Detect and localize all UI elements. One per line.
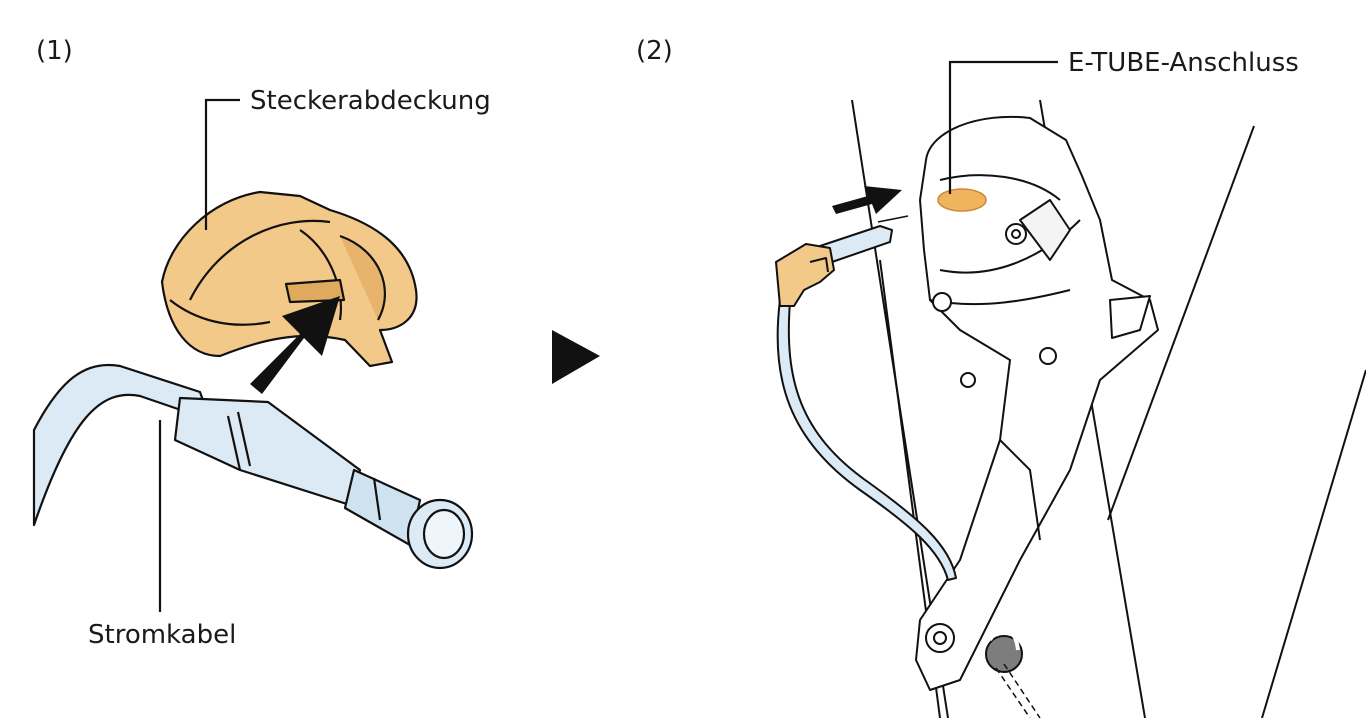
plug-cover-label: Steckerabdeckung bbox=[250, 86, 491, 116]
arrow-right-icon bbox=[832, 186, 902, 214]
etube-cable-wire bbox=[776, 299, 957, 581]
etube-port-leader bbox=[948, 60, 1058, 194]
etube-port-highlight bbox=[937, 188, 987, 212]
plug-cover-leader bbox=[204, 98, 240, 230]
triangle-right-icon bbox=[552, 330, 600, 384]
step-1-label: (1) bbox=[36, 36, 73, 66]
panel-1 bbox=[32, 98, 474, 612]
panel-2 bbox=[775, 60, 1366, 718]
etube-cable bbox=[775, 225, 957, 581]
plug-cover bbox=[160, 190, 418, 368]
power-cable bbox=[32, 363, 474, 570]
grommet bbox=[985, 635, 1023, 673]
step-2-label: (2) bbox=[636, 36, 673, 66]
front-derailleur bbox=[915, 115, 1159, 691]
power-cable-label: Stromkabel bbox=[88, 620, 237, 650]
etube-port-label: E-TUBE-Anschluss bbox=[1068, 48, 1299, 78]
power-cable-connector bbox=[173, 396, 362, 507]
etube-connector-head bbox=[775, 243, 835, 307]
power-cable-tube bbox=[32, 363, 212, 527]
insert-arrow-icon bbox=[250, 296, 340, 394]
